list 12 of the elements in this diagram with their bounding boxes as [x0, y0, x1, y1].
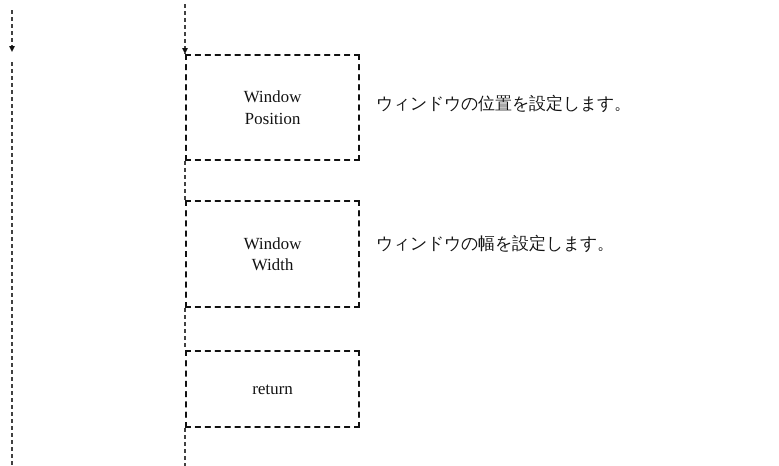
process-box: [185, 54, 360, 161]
box-label: return: [252, 378, 293, 400]
arrow: [182, 4, 188, 54]
connector-line: [184, 308, 186, 350]
connector-line: [184, 161, 186, 200]
process-box: [185, 350, 360, 428]
box-label: Window Width: [242, 232, 302, 276]
box-label: Window Position: [242, 86, 302, 129]
description-text: ウィンドウの幅を設定します。: [376, 233, 614, 255]
connector-line: [184, 428, 186, 466]
process-box: [185, 200, 360, 308]
description-text: ウィンドウの位置を設定します。: [376, 93, 631, 115]
